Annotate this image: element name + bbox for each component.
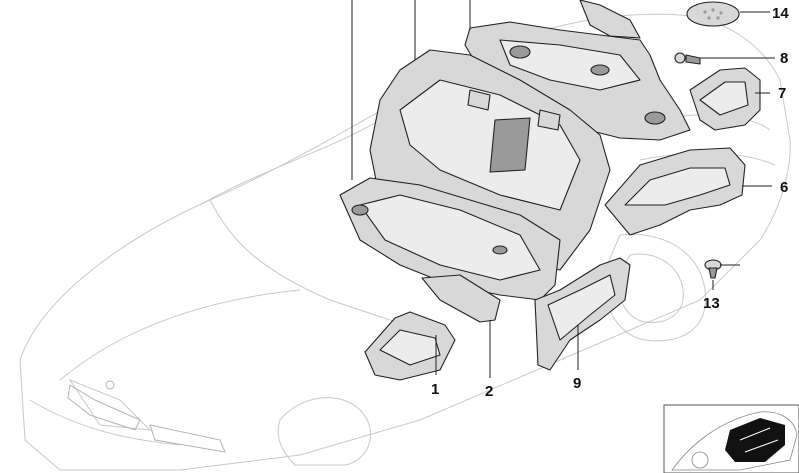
callout-8: 8 (780, 50, 788, 67)
callout-2: 2 (485, 383, 493, 400)
callout-6: 6 (780, 179, 788, 196)
part-13-push-rivet (704, 259, 722, 279)
callout-1: 1 (431, 381, 439, 398)
callout-13: 13 (703, 295, 720, 312)
part-2-side-strip (421, 274, 501, 323)
part-8-clip (674, 52, 701, 65)
car-grille-outline (67, 380, 226, 453)
part-1-floor-trim (364, 311, 456, 381)
part-14-round-cover (686, 1, 740, 27)
callout-14: 14 (772, 5, 789, 22)
part-6-wheel-arch-trim (604, 147, 746, 236)
part-rear-bulkhead-panel (369, 49, 611, 271)
leader-lines (351, 0, 775, 378)
part-9-side-trim (534, 257, 631, 371)
part-7-bracket (689, 67, 761, 131)
callout-7: 7 (778, 85, 786, 102)
car-overview-thumbnail-icon (663, 404, 799, 473)
part-rear-shelf (464, 0, 691, 141)
callout-9: 9 (573, 375, 581, 392)
part-trunk-floor-mat (339, 177, 561, 301)
